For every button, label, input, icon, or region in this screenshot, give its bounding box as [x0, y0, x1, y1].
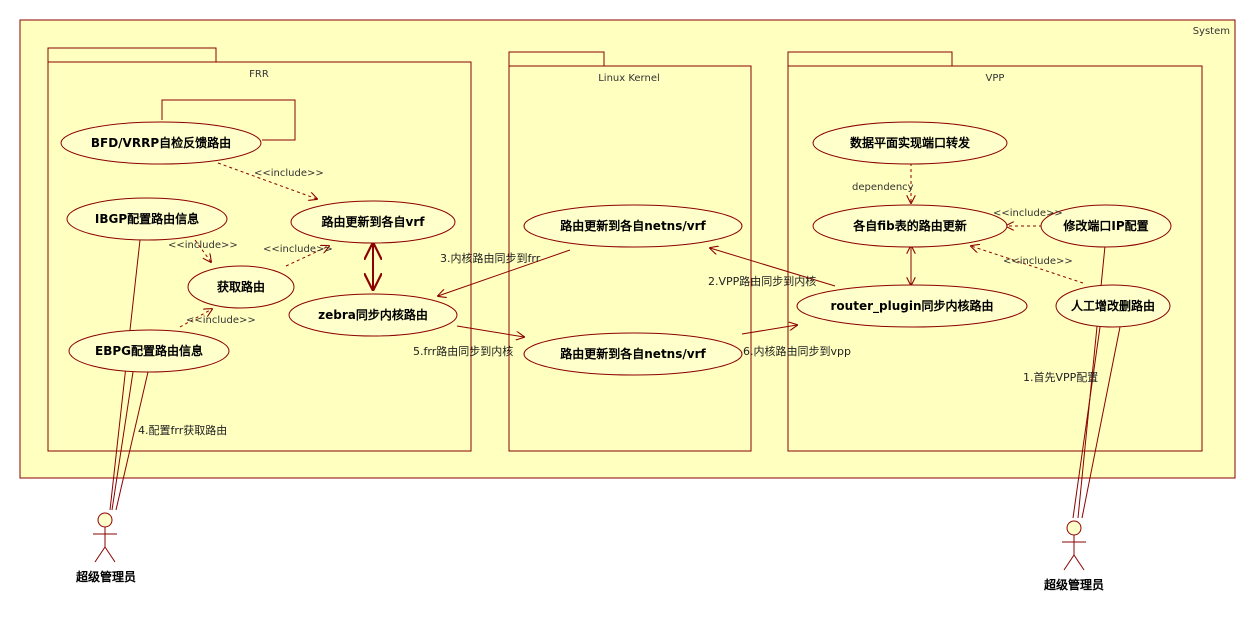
usecase-ebgp-label: EBPG配置路由信息: [95, 343, 203, 358]
usecase-zebra[interactable]: zebra同步内核路由: [288, 293, 458, 337]
flow-step3-arrow: [438, 249, 571, 296]
actor-left-head-icon: [97, 512, 113, 528]
usecase-route-vrf[interactable]: 路由更新到各自vrf: [290, 200, 456, 244]
usecase-manual-route[interactable]: 人工增改删路由: [1055, 284, 1171, 328]
usecase-modify-ip[interactable]: 修改端口IP配置: [1040, 204, 1172, 248]
usecase-ebgp[interactable]: EBPG配置路由信息: [68, 329, 230, 373]
dependency-label: dependency: [852, 182, 914, 193]
include-manual-label: <<include>>: [1003, 256, 1073, 267]
package-linux-kernel: Linux Kernel: [508, 51, 752, 452]
usecase-dataplane[interactable]: 数据平面实现端口转发: [812, 121, 1008, 165]
flow-step5-arrow: [456, 325, 524, 337]
usecase-bfd-label: BFD/VRRP自检反馈路由: [91, 135, 231, 150]
actor-right-label: 超级管理员: [1043, 577, 1104, 592]
include-ebgp-arrow: [179, 309, 212, 328]
usecase-netns-2[interactable]: 路由更新到各自netns/vrf: [523, 332, 743, 376]
usecase-netns-1-label: 路由更新到各自netns/vrf: [560, 218, 706, 233]
usecase-router-plugin[interactable]: router_plugin同步内核路由: [796, 284, 1028, 328]
usecase-modify-ip-label: 修改端口IP配置: [1062, 218, 1148, 233]
right-actor-manual-line-2: [1081, 326, 1121, 519]
flow-step2-label: 2.VPP路由同步到内核: [708, 274, 816, 288]
usecase-zebra-label: zebra同步内核路由: [318, 307, 428, 322]
flow-arrows: [438, 248, 836, 337]
actor-left[interactable]: [93, 512, 117, 563]
include-modify-label: <<include>>: [993, 208, 1063, 219]
flow-step4-label: 4.配置frr获取路由: [138, 423, 227, 437]
usecase-manual-route-label: 人工增改删路由: [1071, 298, 1155, 313]
usecase-get-route-label: 获取路由: [216, 279, 265, 294]
flow-step3-label: 3.内核路由同步到frr: [440, 251, 541, 265]
include-ibgp-label: <<include>>: [168, 240, 238, 251]
flow-step6-label: 6.内核路由同步到vpp: [743, 344, 851, 358]
package-frr-label: FRR: [249, 69, 269, 80]
left-actor-ibgp-line: [109, 239, 141, 511]
usecase-get-route[interactable]: 获取路由: [187, 265, 295, 309]
usecase-fib[interactable]: 各自fib表的路由更新: [812, 204, 1008, 248]
left-actor-ebgp-line: [111, 371, 134, 511]
system-label: System: [1193, 26, 1230, 37]
include-get-label: <<include>>: [263, 244, 333, 255]
include-manual-arrow: [971, 246, 1084, 284]
usecase-router-plugin-label: router_plugin同步内核路由: [831, 298, 994, 314]
package-frr: FRR: [47, 47, 472, 452]
right-actor-manual-line: [1072, 326, 1101, 519]
actor-left-label: 超级管理员: [75, 569, 136, 584]
include-bfd-label: <<include>>: [254, 168, 324, 179]
include-get-arrow: [285, 246, 329, 267]
usecase-ibgp-label: IBGP配置路由信息: [95, 211, 199, 226]
actor-right[interactable]: [1062, 520, 1086, 571]
usecase-ibgp[interactable]: IBGP配置路由信息: [66, 197, 228, 241]
usecase-netns-1[interactable]: 路由更新到各自netns/vrf: [523, 204, 743, 248]
usecase-dataplane-label: 数据平面实现端口转发: [850, 135, 971, 150]
usecase-bfd[interactable]: BFD/VRRP自检反馈路由: [60, 121, 262, 165]
package-vpp-label: VPP: [986, 73, 1005, 84]
include-ibgp-arrow: [194, 239, 211, 262]
usecase-fib-label: 各自fib表的路由更新: [852, 218, 967, 233]
package-kernel-label: Linux Kernel: [598, 73, 660, 84]
package-vpp: VPP: [787, 51, 1203, 452]
include-ebgp-label: <<include>>: [186, 315, 256, 326]
bfd-self-loop: [161, 99, 296, 141]
actor-right-head-icon: [1066, 520, 1082, 536]
flow-step5-label: 5.frr路由同步到内核: [413, 344, 513, 358]
flow-step1-label: 1.首先VPP配置: [1023, 370, 1098, 384]
usecase-netns-2-label: 路由更新到各自netns/vrf: [560, 346, 706, 361]
flow-step2-arrow: [710, 248, 836, 287]
usecase-route-vrf-label: 路由更新到各自vrf: [322, 214, 426, 229]
left-actor-ebgp-line-2: [115, 371, 149, 511]
flow-step6-arrow: [741, 325, 797, 335]
